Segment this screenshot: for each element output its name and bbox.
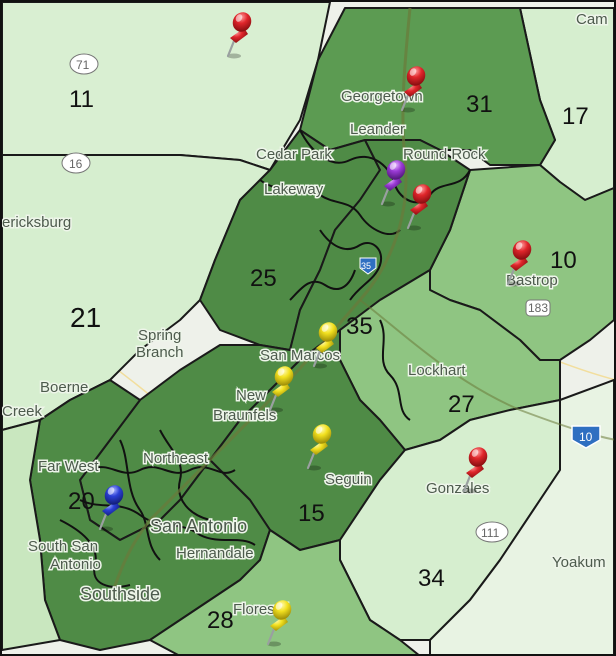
city-new-braunfels: New Braunfels <box>213 387 276 424</box>
district-label-11: 11 <box>69 86 94 113</box>
city-leander: Leander <box>350 121 405 138</box>
district-label-31: 31 <box>466 91 493 118</box>
city-south-san-antonio-line1: South San <box>28 538 98 555</box>
district-label-27: 27 <box>448 391 475 418</box>
city-northeast-side: Northeast <box>143 450 209 467</box>
city-south-san-antonio: South San Antonio <box>28 538 102 573</box>
shield-16: 16 <box>61 152 91 174</box>
city-lakeway: Lakeway <box>264 181 324 198</box>
city-seguin: Seguin <box>325 471 372 488</box>
district-label-25: 25 <box>250 265 277 292</box>
district-28[interactable] <box>149 529 421 656</box>
city-new-braunfels-line1: New <box>236 387 266 404</box>
district-label-17: 17 <box>562 103 589 130</box>
highway-shields: 71 16 183 111 10 35 <box>61 53 601 543</box>
svg-text:111: 111 <box>481 526 500 540</box>
shield-71: 71 <box>69 53 99 75</box>
district-south-west <box>1 419 61 651</box>
svg-text:10: 10 <box>579 430 593 444</box>
city-san-antonio: San Antonio <box>150 516 247 536</box>
svg-text:183: 183 <box>528 301 548 315</box>
shield-183: 183 <box>525 299 551 317</box>
shield-35: 35 <box>359 257 377 275</box>
city-gonzales: Gonzales <box>426 480 489 497</box>
city-far-west-side: Far West <box>38 458 99 475</box>
city-cedar-park: Cedar Park <box>256 146 332 163</box>
city-san-marcos: San Marcos <box>260 347 340 364</box>
city-southside: Southside <box>80 584 160 604</box>
svg-text:16: 16 <box>69 157 83 171</box>
svg-text:71: 71 <box>76 58 90 72</box>
city-georgetown: Georgetown <box>341 88 423 105</box>
district-label-15: 15 <box>298 500 325 527</box>
district-label-20: 20 <box>68 488 95 515</box>
district-label-34: 34 <box>418 565 445 592</box>
city-yoakum: Yoakum <box>552 554 606 571</box>
city-hernandale: Hernandale <box>176 545 254 562</box>
district-label-21: 21 <box>70 302 101 333</box>
city-cameron: Cam <box>576 11 608 28</box>
city-spring-branch-line2: Branch <box>136 344 184 361</box>
city-boerne: Boerne <box>40 379 88 396</box>
city-lockhart: Lockhart <box>408 362 466 379</box>
district-11[interactable] <box>1 1 331 171</box>
district-label-35: 35 <box>346 313 373 340</box>
district-labels: 11 31 17 10 25 35 21 27 20 15 34 28 <box>68 86 589 634</box>
district-label-28: 28 <box>207 607 234 634</box>
district-31[interactable] <box>299 7 556 166</box>
shield-111: 111 <box>475 521 509 543</box>
city-creek: Creek <box>2 403 43 420</box>
city-spring-branch: Spring Branch <box>136 327 186 361</box>
city-spring-branch-line1: Spring <box>138 327 181 344</box>
shield-10: 10 <box>571 425 601 449</box>
city-labels: Georgetown Leander Cedar Park Round Rock… <box>1 10 610 620</box>
city-south-san-antonio-line2: Antonio <box>50 556 101 573</box>
svg-text:35: 35 <box>361 261 371 271</box>
district-label-10: 10 <box>550 247 577 274</box>
city-new-braunfels-line2: Braunfels <box>213 407 276 424</box>
city-round-rock: Round Rock <box>403 146 486 163</box>
city-fredericksburg: ericksburg <box>2 214 71 231</box>
